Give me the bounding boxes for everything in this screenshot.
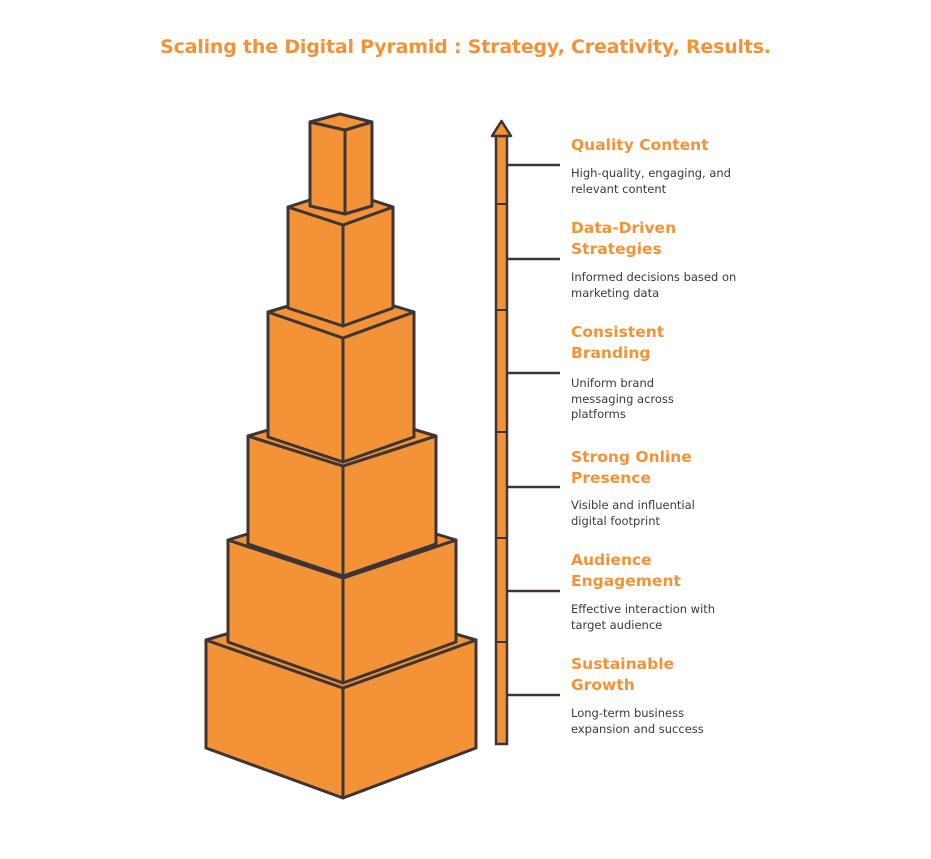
level-description-audience-engagement: Effective interaction with target audien… bbox=[571, 602, 716, 632]
level-title-consistent-branding: Consistent Branding bbox=[571, 323, 665, 362]
level-description-sustainable-growth: Long-term business expansion and success bbox=[571, 706, 704, 736]
level-description-strong-online-presence: Visible and influential digital footprin… bbox=[571, 498, 695, 528]
level-title-data-driven-strategies: Data-Driven Strategies bbox=[571, 219, 677, 258]
level-description-consistent-branding: Uniform brand messaging across platforms bbox=[571, 376, 674, 421]
diagram-title: Scaling the Digital Pyramid : Strategy, … bbox=[160, 36, 771, 58]
level-title-quality-content: Quality Content bbox=[571, 136, 709, 154]
level-description-quality-content: High-quality, engaging, and relevant con… bbox=[571, 166, 731, 196]
level-connectors bbox=[507, 163, 560, 697]
pyramid-block-quality-content bbox=[308, 112, 374, 216]
progress-arrow bbox=[490, 119, 513, 746]
level-title-audience-engagement: Audience Engagement bbox=[571, 551, 681, 590]
level-description-data-driven-strategies: Informed decisions based on marketing da… bbox=[571, 270, 737, 300]
level-title-strong-online-presence: Strong Online Presence bbox=[571, 448, 692, 487]
level-title-sustainable-growth: Sustainable Growth bbox=[571, 655, 675, 694]
